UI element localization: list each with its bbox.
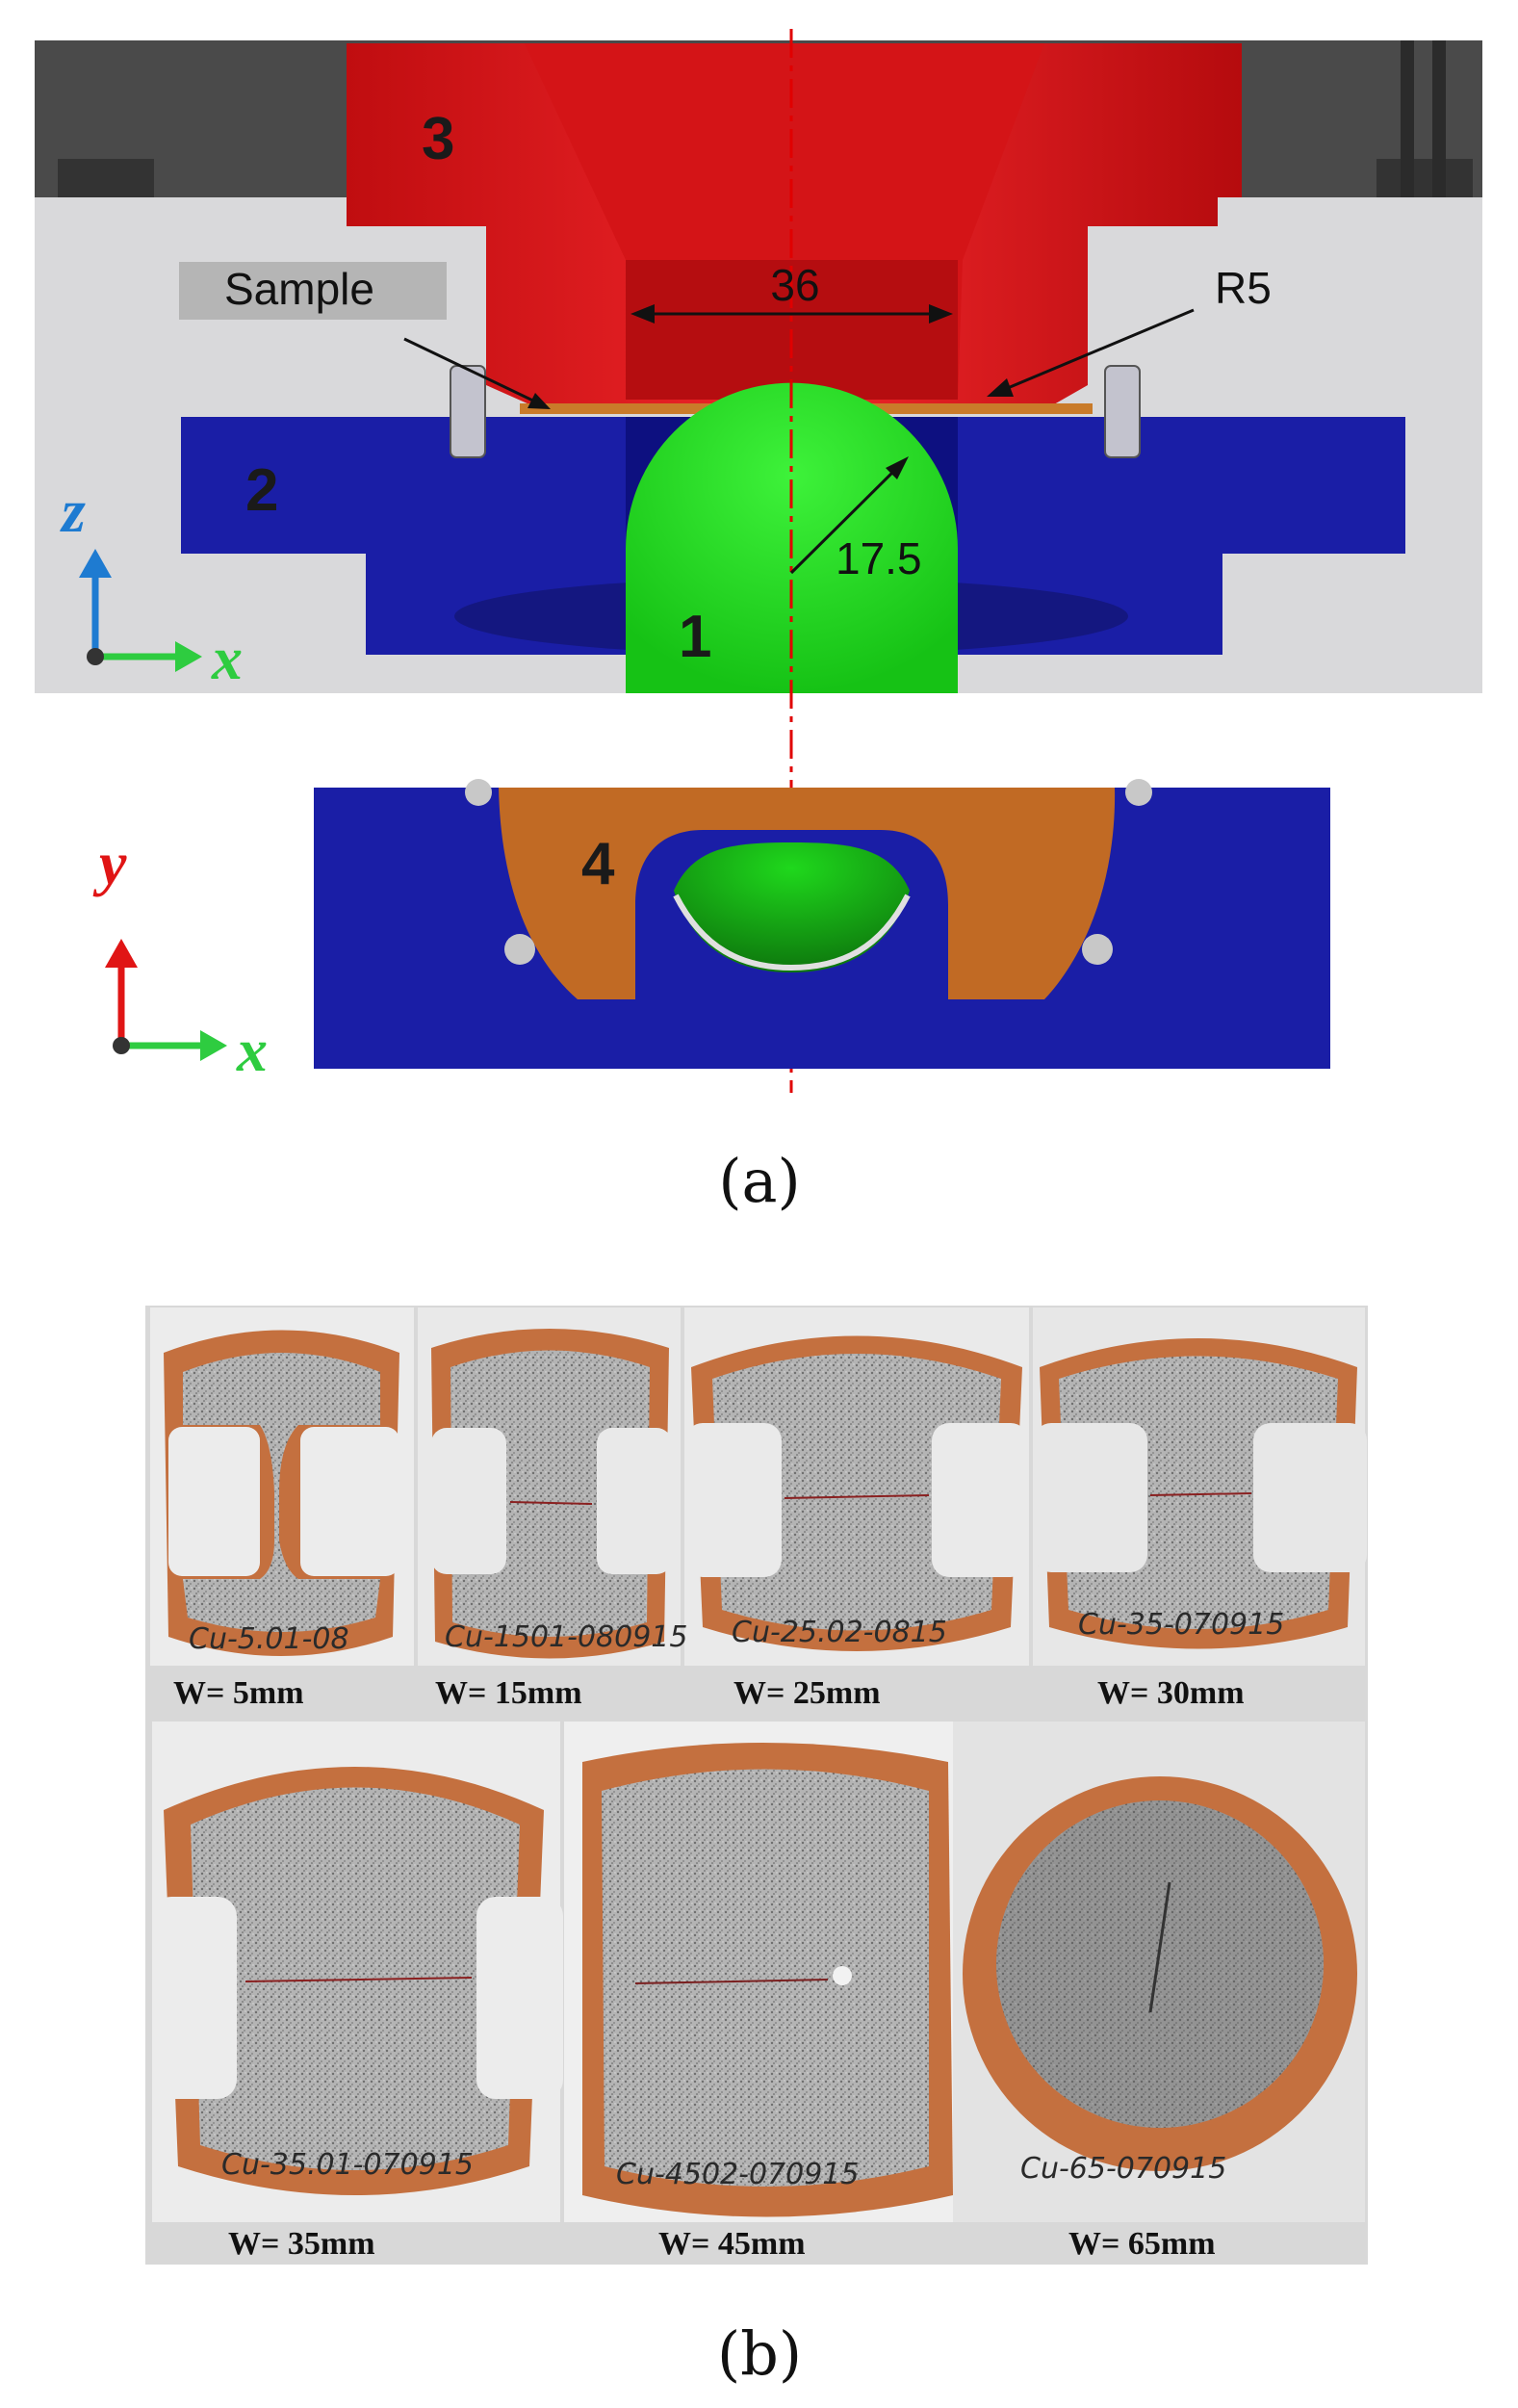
arrowhead — [630, 304, 655, 324]
clamp-part-4 — [499, 788, 1116, 999]
specimen-w25: Cu-25.02-0815 — [685, 1335, 1028, 1651]
holder-screw — [1125, 779, 1152, 806]
specimen-label: W= 35mm — [228, 2226, 375, 2262]
specimen-w15: Cu-1501-080915 — [431, 1329, 687, 1659]
axis-y-label: y — [92, 829, 127, 897]
sample-leader — [403, 337, 542, 406]
punch-top-rim — [673, 893, 911, 971]
side-view: 36 R5 Sample 17.5 3 2 1 z x — [35, 29, 1482, 1093]
arrowhead — [929, 304, 953, 324]
specimen-label: W= 5mm — [173, 1675, 304, 1711]
housing-rod — [1432, 40, 1446, 199]
svg-text:Cu-65-070915: Cu-65-070915 — [1020, 2152, 1226, 2186]
specimen-w30: Cu-35-070915 — [1034, 1338, 1367, 1649]
radius-leader-17-5 — [789, 460, 905, 575]
holder-screw — [1082, 934, 1113, 965]
arrowhead — [527, 393, 551, 409]
sample-label-box — [179, 262, 447, 320]
guide-pin — [1104, 365, 1141, 458]
axis-z-label: z — [60, 477, 86, 545]
specimen-w65: Cu-65-070915 — [963, 1776, 1357, 2186]
arrowhead — [886, 456, 909, 479]
figure-b-specimen-photos: Cu-5.01-08 Cu-1501-080915 Cu-25.02-0815 — [145, 1306, 1368, 2265]
dimension-36-label: 36 — [770, 260, 819, 310]
svg-text:Cu-35-070915: Cu-35-070915 — [1078, 1608, 1284, 1642]
axis-x-label: x — [211, 624, 243, 692]
specimen-label: W= 45mm — [658, 2226, 806, 2262]
radius-17-5-label: 17.5 — [836, 533, 922, 583]
svg-text:Cu-25.02-0815: Cu-25.02-0815 — [732, 1616, 947, 1649]
axis-x-label: x — [236, 1016, 268, 1084]
part-label-3: 3 — [422, 106, 454, 172]
svg-text:Cu-4502-070915: Cu-4502-070915 — [616, 2158, 859, 2191]
top-view: 4 y x — [92, 779, 1330, 1084]
specimen-label: W= 15mm — [435, 1675, 582, 1711]
punch-top-dome — [674, 842, 910, 972]
part-label-4: 4 — [581, 831, 615, 897]
specimen-label: W= 25mm — [733, 1675, 881, 1711]
housing-dark-strip — [58, 159, 154, 197]
specimen-label: W= 30mm — [1097, 1675, 1245, 1711]
holder-screw — [504, 934, 535, 965]
r5-leader — [995, 308, 1195, 395]
caption-a: (a) — [718, 1146, 800, 1216]
axes-y-x: y x — [92, 829, 268, 1084]
svg-text:Cu-5.01-08: Cu-5.01-08 — [189, 1622, 349, 1656]
axes-z-x: z x — [60, 477, 243, 692]
guide-pin — [450, 365, 486, 458]
arrowhead — [987, 378, 1014, 397]
r5-label: R5 — [1215, 263, 1272, 313]
part-label-2: 2 — [245, 457, 278, 524]
specimen-w5: Cu-5.01-08 — [164, 1330, 399, 1656]
svg-text:Cu-1501-080915: Cu-1501-080915 — [445, 1620, 687, 1654]
housing-dark-strip — [1376, 159, 1473, 197]
sample-label: Sample — [224, 264, 374, 314]
part-label-1: 1 — [679, 604, 711, 670]
housing-rod — [1401, 40, 1414, 199]
svg-text:Cu-35.01-070915: Cu-35.01-070915 — [221, 2148, 474, 2182]
specimen-label: W= 65mm — [1068, 2226, 1216, 2262]
caption-b: (b) — [717, 2318, 802, 2389]
holder-screw — [465, 779, 492, 806]
specimen-w45: Cu-4502-070915 — [582, 1743, 953, 2217]
specimen-w35: Cu-35.01-070915 — [152, 1767, 563, 2195]
